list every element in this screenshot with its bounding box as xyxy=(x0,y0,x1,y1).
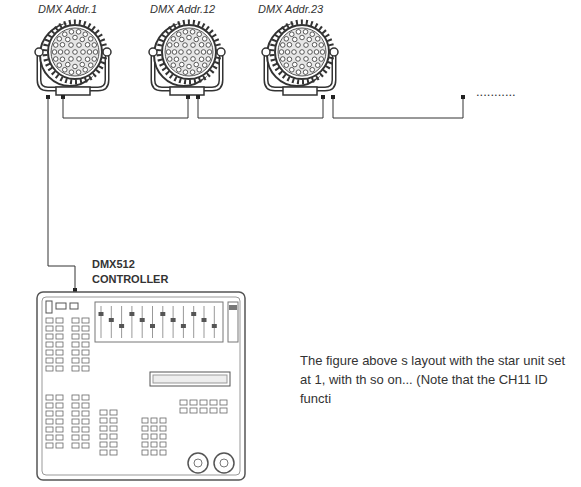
controller-unit: DMX512 CONTROLLER xyxy=(35,290,247,480)
address-label: DMX512 CONTROLLER xyxy=(92,257,172,287)
address-label: DMX Addr.12 xyxy=(150,2,215,17)
light-unit: DMX Addr.1 xyxy=(30,22,116,98)
dmx-cable xyxy=(63,98,188,118)
extra-wire xyxy=(333,98,463,118)
par-light xyxy=(35,22,111,95)
dmx-cable xyxy=(48,98,75,290)
light-unit: DMX Addr.12 xyxy=(144,22,230,98)
light-unit: DMX Addr.23 xyxy=(257,22,343,98)
note-text: The figure above s layout with the star … xyxy=(300,352,576,409)
par-light xyxy=(149,22,225,95)
par-light xyxy=(262,22,338,95)
dmx-cable xyxy=(198,98,323,118)
connector-square xyxy=(46,95,465,292)
continuation-dots: ........... xyxy=(476,84,516,100)
address-label: DMX Addr.23 xyxy=(258,2,323,17)
address-label: DMX Addr.1 xyxy=(38,2,97,17)
controller-illustration xyxy=(37,292,245,480)
